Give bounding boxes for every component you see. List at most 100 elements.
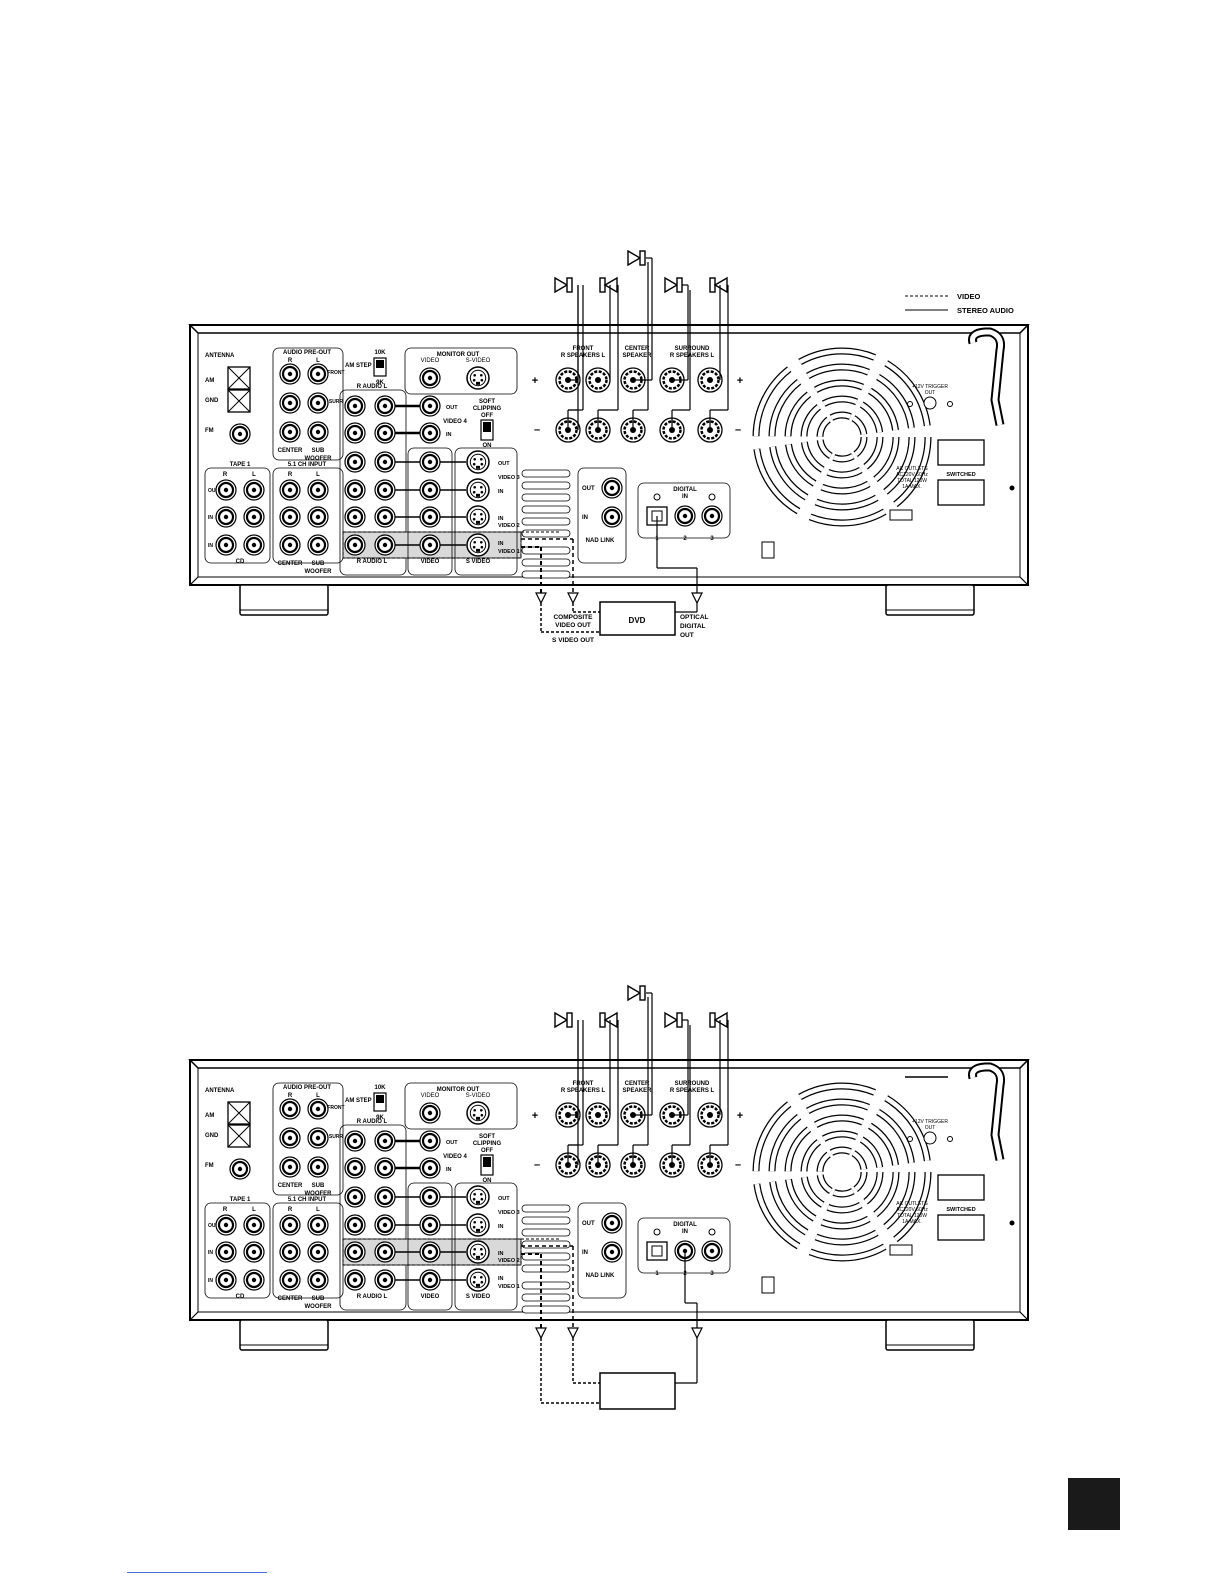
foot-left (239, 584, 329, 616)
switched-label: SWITCHED (946, 472, 975, 478)
video4-audio-r-out-pin (352, 1138, 358, 1144)
ac-outlet-switched (937, 1174, 985, 1201)
trigger-jack (923, 1131, 937, 1145)
digital-led (708, 493, 716, 501)
trigger-screw (947, 401, 953, 407)
center-spk-label: CENTER (625, 1081, 650, 1087)
video-col-label: VIDEO (421, 559, 440, 565)
video4-out: OUT (446, 1140, 458, 1146)
preout-sub: SUB (312, 448, 325, 454)
video-row-audio-r-pin (352, 1249, 358, 1255)
gnd-label: GND (205, 1133, 219, 1139)
s-video-key (476, 548, 480, 552)
preout-jack-l-pin (315, 429, 321, 435)
preout-surr: SURR (329, 1134, 344, 1140)
trigger-out-label: OUT (925, 1125, 936, 1131)
s-video-key (476, 1228, 480, 1232)
fan-grille-slot (753, 348, 931, 526)
dvd-label: DVD (629, 616, 646, 625)
plus-left: + (532, 1110, 538, 1122)
video3-out: OUT (498, 1196, 510, 1202)
video-row-audio-l-pin (382, 1222, 388, 1228)
preout-jack-r-pin (287, 1106, 293, 1112)
video3-in: IN (498, 489, 504, 495)
soft-clip-knob (483, 1157, 491, 1167)
clipping-label: CLIPPING (473, 1141, 502, 1147)
preout-jack-l-pin (315, 1164, 321, 1170)
nad-link-out-pin (609, 1220, 615, 1226)
s-video-pin (480, 485, 483, 489)
optical-label-2: DIGITAL (680, 623, 706, 630)
svideo-col-box (454, 1182, 518, 1311)
tape-jack-ring (217, 536, 235, 554)
chassis-top-bevel (188, 324, 1030, 334)
nad-link-label: NAD LINK (586, 1273, 615, 1279)
fm-jack-ring (231, 1160, 249, 1178)
binding-post-minus-knurl (623, 420, 643, 440)
s-video-pin (472, 517, 476, 521)
coax-input-2-ring (676, 507, 694, 525)
tape-in: IN (208, 515, 213, 521)
speaker-cone (554, 276, 569, 294)
binding-post-minus-knurl (662, 1155, 682, 1175)
monitor-video-jack-ring (421, 369, 439, 387)
preout-group-box (272, 1082, 344, 1196)
surr-spk-label: SURROUND (675, 346, 710, 352)
cd-in: IN (208, 1278, 213, 1284)
preout-label: AUDIO PRE-OUT (283, 1085, 331, 1091)
tape-r: R (223, 1207, 228, 1213)
composite-arrow (567, 1327, 579, 1340)
speaker-cone (554, 1011, 569, 1029)
s-video-pin (480, 1108, 483, 1112)
tape1-label: TAPE 1 (230, 462, 251, 468)
vent-slot (521, 1216, 571, 1225)
composite-label-2: VIDEO OUT (555, 622, 591, 629)
video3-label: VIDEO 3 (498, 1210, 520, 1216)
video-row-svideo-jack-inner (469, 508, 487, 526)
video-row-video-jack-ring (421, 536, 439, 554)
s-video-key (476, 1116, 480, 1120)
audio-col-bottom-label: R AUDIO L (357, 559, 388, 565)
tape-jack-ring (217, 1271, 235, 1289)
preout-surr: SURR (329, 399, 344, 405)
ch51-jack-ring (309, 1271, 327, 1289)
ch51-jack-pin (287, 514, 293, 520)
am-step-9k: 9K (376, 380, 384, 386)
video4-audio-l-out-pin (382, 1138, 388, 1144)
video-row-video-jack-pin (427, 1249, 433, 1255)
preout-l: L (316, 358, 320, 364)
video-row-audio-r-pin (352, 459, 358, 465)
coax-input-3-pin (709, 1248, 715, 1254)
video2-in: IN (498, 1251, 504, 1257)
preout-jack-r-ring (281, 1100, 299, 1118)
ch51-l: L (316, 472, 320, 478)
vent-slot (521, 1264, 571, 1273)
am-label: AM (205, 378, 214, 384)
tape-jack-ring (245, 481, 263, 499)
fan-grille-slot (785, 380, 899, 494)
s-video-pin (472, 1252, 476, 1256)
digital-led (653, 493, 661, 501)
preout-center: CENTER (278, 1183, 303, 1189)
s-video-key (476, 465, 480, 469)
nad-link-in-pin (609, 514, 615, 520)
ac-outlet-switched (937, 439, 985, 466)
nad-link-in-ring (603, 1243, 621, 1261)
tape-jack-pin (251, 1249, 257, 1255)
binding-post-minus-knurl (558, 1155, 578, 1175)
video-row-video-jack-ring (421, 481, 439, 499)
video4-audio-r-in-ring (346, 1159, 364, 1177)
speaker-magnet (566, 1012, 573, 1028)
binding-post-minus-knurl (588, 1155, 608, 1175)
vent-slot (521, 1204, 571, 1213)
fm-jack-pin (237, 1166, 243, 1172)
nad-link-label: NAD LINK (586, 538, 615, 544)
video-row-audio-l-ring (376, 481, 394, 499)
tape-jack-pin (251, 1277, 257, 1283)
monitor-video-jack-ring (421, 1104, 439, 1122)
chassis-corner (1019, 1059, 1029, 1069)
preout-jack-r-ring (281, 1158, 299, 1176)
binding-post-plus-knurl (700, 1105, 720, 1125)
video1-in: IN (498, 541, 504, 547)
